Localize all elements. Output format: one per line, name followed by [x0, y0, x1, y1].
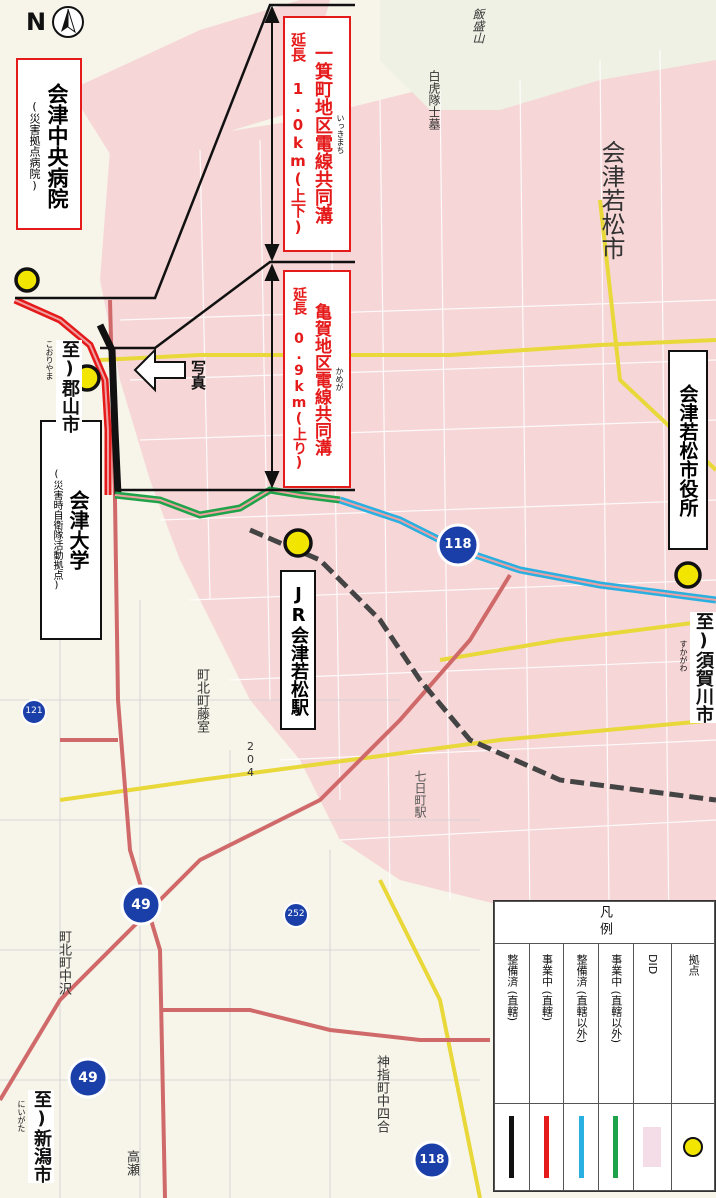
- base-point-cityhall: [674, 561, 702, 589]
- line-inprogress-direct-core: [14, 299, 109, 495]
- callout-kamega-ruby: かめが: [335, 367, 344, 391]
- hospital-note: (災害拠点病院): [28, 100, 41, 192]
- dest-sukagawa-ruby: すかがわ: [679, 640, 688, 672]
- dest-sukagawa: 至)須賀川市: [690, 612, 716, 723]
- line-done-other-core: [339, 499, 716, 601]
- route-shield-49a: 49: [131, 897, 151, 913]
- station-label: JR会津若松駅: [280, 570, 316, 730]
- extent-arrows: [264, 5, 280, 489]
- legend-swatch-base: [683, 1137, 704, 1157]
- hospital-name: 会津中央病院: [45, 83, 69, 209]
- callout-ikki-title: 一箕町地区電線共同溝: [312, 44, 333, 224]
- place-iimori: 飯盛山: [471, 8, 485, 44]
- base-point-hospital: [14, 267, 40, 293]
- university-note: (災害時自衛隊活動拠点): [51, 469, 62, 591]
- university-box: 会津大学 (災害時自衛隊活動拠点): [40, 420, 102, 640]
- legend-row-label: DID: [645, 954, 659, 975]
- rural-roads: [0, 600, 480, 1198]
- route-shield-49b: 49: [78, 1070, 98, 1086]
- place-elev: 204: [244, 740, 257, 779]
- hospital-box: 会津中央病院 (災害拠点病院): [16, 58, 82, 230]
- dest-niigata-ruby: にいがた: [17, 1100, 26, 1132]
- photo-arrow-icon: [133, 347, 186, 393]
- legend-row-label: 拠点: [687, 954, 701, 976]
- route-shield-118a: 118: [444, 537, 472, 552]
- callout-leaders: [15, 3, 355, 492]
- cityhall-label: 会津若松市役所: [668, 350, 708, 550]
- legend-row-label: 事業中 (直轄): [540, 954, 554, 1022]
- legend-swatch-inprogress-direct: [543, 1116, 549, 1178]
- legend-table: 凡 例 整備済 (直轄) 事業中 (直轄) 整備済 (直轄以外) 事業中 (直轄…: [494, 901, 715, 1191]
- callout-kamega-length: 延長 0.9km(上り): [291, 287, 307, 471]
- dest-koriyama-ruby: こおりやま: [45, 340, 54, 380]
- compass-letter: N: [26, 8, 47, 36]
- callout-ikki-length: 延長 1.0km(上下): [289, 32, 307, 236]
- dest-koriyama: 至)郡山市: [56, 340, 82, 433]
- route-shield-118b: 118: [419, 1152, 445, 1166]
- legend-swatch-done-direct: [509, 1116, 515, 1178]
- callout-ikki: いっきまち 一箕町地区電線共同溝 延長 1.0km(上下): [283, 16, 351, 252]
- legend-row-label: 整備済 (直轄): [505, 954, 519, 1022]
- place-aizuwakamatsu: 会津若松市: [597, 140, 625, 260]
- route-shield-121: 121: [25, 706, 43, 716]
- place-kandashi: 神指町中四合: [374, 1055, 389, 1133]
- callout-ikki-ruby: いっきまち: [336, 114, 345, 154]
- callout-kamega: かめが 亀賀地区電線共同溝 延長 0.9km(上り): [283, 270, 351, 488]
- route-shields: [21, 523, 480, 1180]
- photo-label: 写真: [189, 360, 207, 390]
- legend: 凡 例 整備済 (直轄) 事業中 (直轄) 整備済 (直轄以外) 事業中 (直轄…: [493, 900, 716, 1192]
- place-byakkotai: 白虎隊士墓: [427, 70, 441, 130]
- base-point-station: [283, 528, 313, 558]
- did-area-north: [70, 0, 330, 170]
- did-area: [100, 40, 716, 1040]
- railway: [249, 527, 716, 803]
- place-machikita-nakazawa: 町北町中沢: [56, 930, 71, 995]
- legend-swatch-done-other: [578, 1116, 584, 1178]
- legend-row-label: 事業中 (直轄以外): [609, 954, 623, 1044]
- place-takase: 高瀬: [124, 1150, 139, 1176]
- legend-swatch-did: [643, 1127, 662, 1167]
- route-shield-252: 252: [287, 909, 305, 919]
- university-name: 会津大学: [66, 490, 90, 570]
- legend-swatch-inprogress-other: [613, 1116, 619, 1178]
- line-inprogress-other-core: [114, 488, 341, 517]
- prefectural-roads: [59, 199, 716, 1198]
- legend-row-label: 整備済 (直轄以外): [575, 954, 589, 1044]
- place-nanokamachi: 七日町駅: [413, 770, 427, 818]
- legend-title: 凡 例: [597, 905, 612, 936]
- line-done-direct: [96, 323, 122, 496]
- dest-niigata: 至)新潟市: [28, 1090, 54, 1183]
- hill-area: [380, 0, 716, 110]
- place-machikita-fujimuro: 町北町藤室: [194, 668, 209, 733]
- base-points: [14, 267, 702, 589]
- callout-kamega-title: 亀賀地区電線共同溝: [311, 302, 331, 456]
